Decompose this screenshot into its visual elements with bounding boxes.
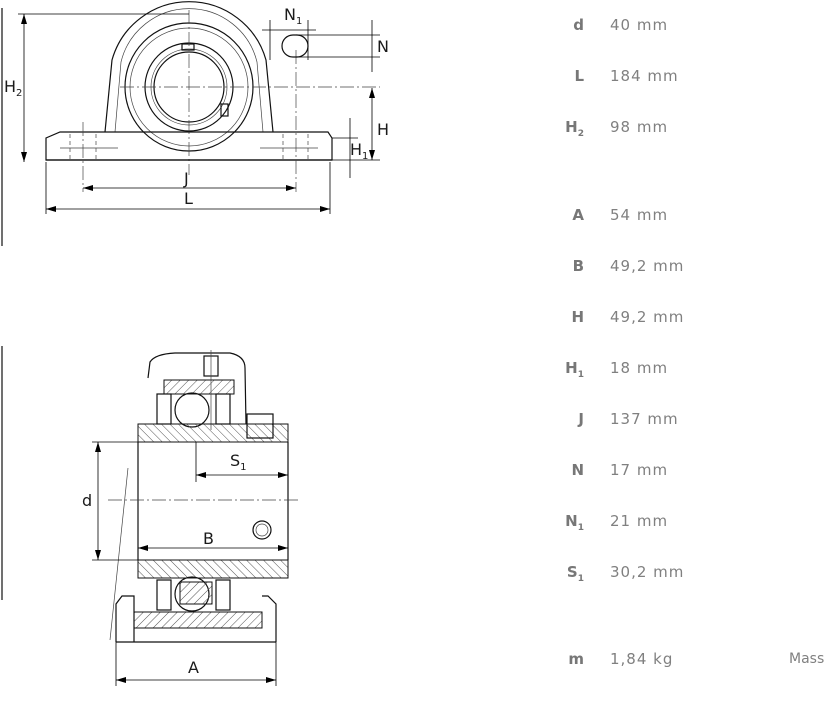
dim-label-N1: N xyxy=(284,5,296,24)
dim-label-H1: H xyxy=(350,140,362,159)
spec-symbol: N1 xyxy=(565,512,584,533)
spec-symbol: N xyxy=(571,461,584,479)
spec-row-H1: H1 18 mm xyxy=(540,359,840,381)
spec-value: 1,84 kg xyxy=(610,650,674,668)
spec-value: 98 mm xyxy=(610,118,669,136)
spec-symbol: H xyxy=(571,308,584,326)
section-view: S1 d B A xyxy=(1,346,300,686)
spec-row-m: m 1,84 kg xyxy=(540,650,840,672)
dim-label-H2-sub: 2 xyxy=(16,88,22,99)
spec-row-N: N 17 mm xyxy=(540,461,840,483)
spec-value: 18 mm xyxy=(610,359,669,377)
dim-label-J: J xyxy=(183,169,189,188)
front-view: H2 N1 N H H1 J L xyxy=(1,1,389,246)
dim-label-H: H xyxy=(377,120,389,139)
spec-symbol: A xyxy=(572,206,584,224)
spec-symbol: m xyxy=(568,650,584,668)
dim-label-A: A xyxy=(188,658,199,677)
svg-text:H1: H1 xyxy=(350,140,368,162)
dim-label-H1-sub: 1 xyxy=(362,151,368,162)
spec-value: 17 mm xyxy=(610,461,669,479)
spec-symbol: J xyxy=(578,410,584,428)
spec-symbol: B xyxy=(572,257,584,275)
spec-symbol: H2 xyxy=(565,118,584,139)
spec-symbol: H1 xyxy=(565,359,584,380)
spec-symbol: d xyxy=(573,16,584,34)
mass-label: Mass xyxy=(789,651,825,667)
dim-label-d: d xyxy=(82,491,92,510)
spec-row-N1: N1 21 mm xyxy=(540,512,840,534)
spec-symbol: S1 xyxy=(566,563,584,584)
svg-text:S1: S1 xyxy=(230,451,247,473)
spec-value: 40 mm xyxy=(610,16,669,34)
spec-row-B: B 49,2 mm xyxy=(540,257,840,279)
dim-label-H2: H xyxy=(4,77,16,96)
spec-row-d: d 40 mm xyxy=(540,16,840,38)
dim-label-N: N xyxy=(377,37,389,56)
svg-text:H2: H2 xyxy=(4,77,22,99)
svg-text:N1: N1 xyxy=(284,5,302,27)
spec-value: 137 mm xyxy=(610,410,679,428)
spec-symbol: L xyxy=(574,67,584,85)
dim-label-N1-sub: 1 xyxy=(296,16,302,27)
spec-value: 30,2 mm xyxy=(610,563,685,581)
spec-value: 21 mm xyxy=(610,512,669,530)
spec-row-S1: S1 30,2 mm xyxy=(540,563,840,585)
spec-row-H: H 49,2 mm xyxy=(540,308,840,330)
spec-row-J: J 137 mm xyxy=(540,410,840,432)
dim-label-L: L xyxy=(184,189,193,208)
spec-value: 54 mm xyxy=(610,206,669,224)
spec-value: 49,2 mm xyxy=(610,257,685,275)
dim-label-S1-sub: 1 xyxy=(240,462,246,473)
spec-row-L: L 184 mm xyxy=(540,67,840,89)
spec-value: 184 mm xyxy=(610,67,679,85)
spec-value: 49,2 mm xyxy=(610,308,685,326)
dim-label-B: B xyxy=(203,529,214,548)
technical-drawing: H2 N1 N H H1 J L xyxy=(1,1,389,686)
spec-row-H2: H2 98 mm xyxy=(540,118,840,140)
dim-label-S1: S xyxy=(230,451,240,470)
spec-row-A: A 54 mm xyxy=(540,206,840,228)
